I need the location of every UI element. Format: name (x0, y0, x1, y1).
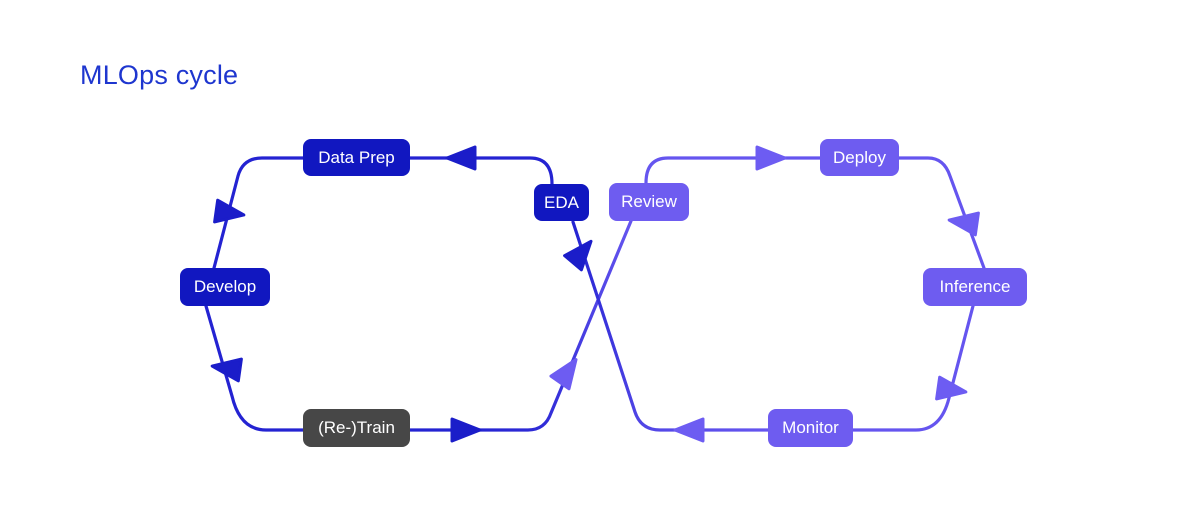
node-deploy-label: Deploy (833, 147, 886, 167)
arrowhead-to-eda-icon (563, 239, 593, 272)
edge-dataprep-to-develop (212, 156, 305, 270)
arrowhead-to-dataprep-icon (445, 145, 477, 171)
node-eda: EDA (534, 184, 589, 221)
node-develop-label: Develop (193, 277, 257, 296)
edge-monitor-to-eda (571, 220, 770, 432)
node-data-prep: Data Prep (303, 139, 410, 176)
node-develop: Develop (180, 268, 270, 306)
arrowhead-to-inference-icon (947, 211, 980, 237)
node-monitor-label: Monitor (782, 418, 839, 437)
page-title: MLOps cycle (80, 60, 239, 90)
edge-eda-to-dataprep (408, 156, 554, 186)
node-data-prep-label: Data Prep (318, 147, 395, 167)
arrowhead-to-monitor-icon (935, 375, 968, 401)
node-retrain-label: (Re-)Train (318, 418, 395, 437)
edge-retrain-to-review (408, 219, 633, 432)
arrowhead-monitor-out-icon (673, 417, 705, 443)
node-review: Review (609, 183, 689, 221)
edge-review-to-deploy (644, 156, 822, 185)
arrowhead-to-retrain-icon (210, 357, 243, 383)
node-inference-label: Inference (939, 277, 1011, 296)
arrowhead-to-deploy-icon (755, 145, 787, 171)
node-inference: Inference (923, 268, 1027, 306)
edge-deploy-to-inference (897, 156, 986, 270)
node-review-label: Review (621, 192, 677, 211)
node-monitor: Monitor (768, 409, 853, 447)
edge-develop-to-retrain (204, 304, 305, 432)
node-deploy: Deploy (820, 139, 899, 176)
node-retrain: (Re-)Train (303, 409, 410, 447)
edge-inference-to-monitor (851, 304, 975, 432)
node-eda-label: EDA (544, 192, 579, 212)
arrowhead-to-develop-icon (213, 198, 246, 224)
arrowhead-to-review-icon (549, 358, 578, 391)
arrowhead-retrain-out-icon (450, 417, 482, 443)
